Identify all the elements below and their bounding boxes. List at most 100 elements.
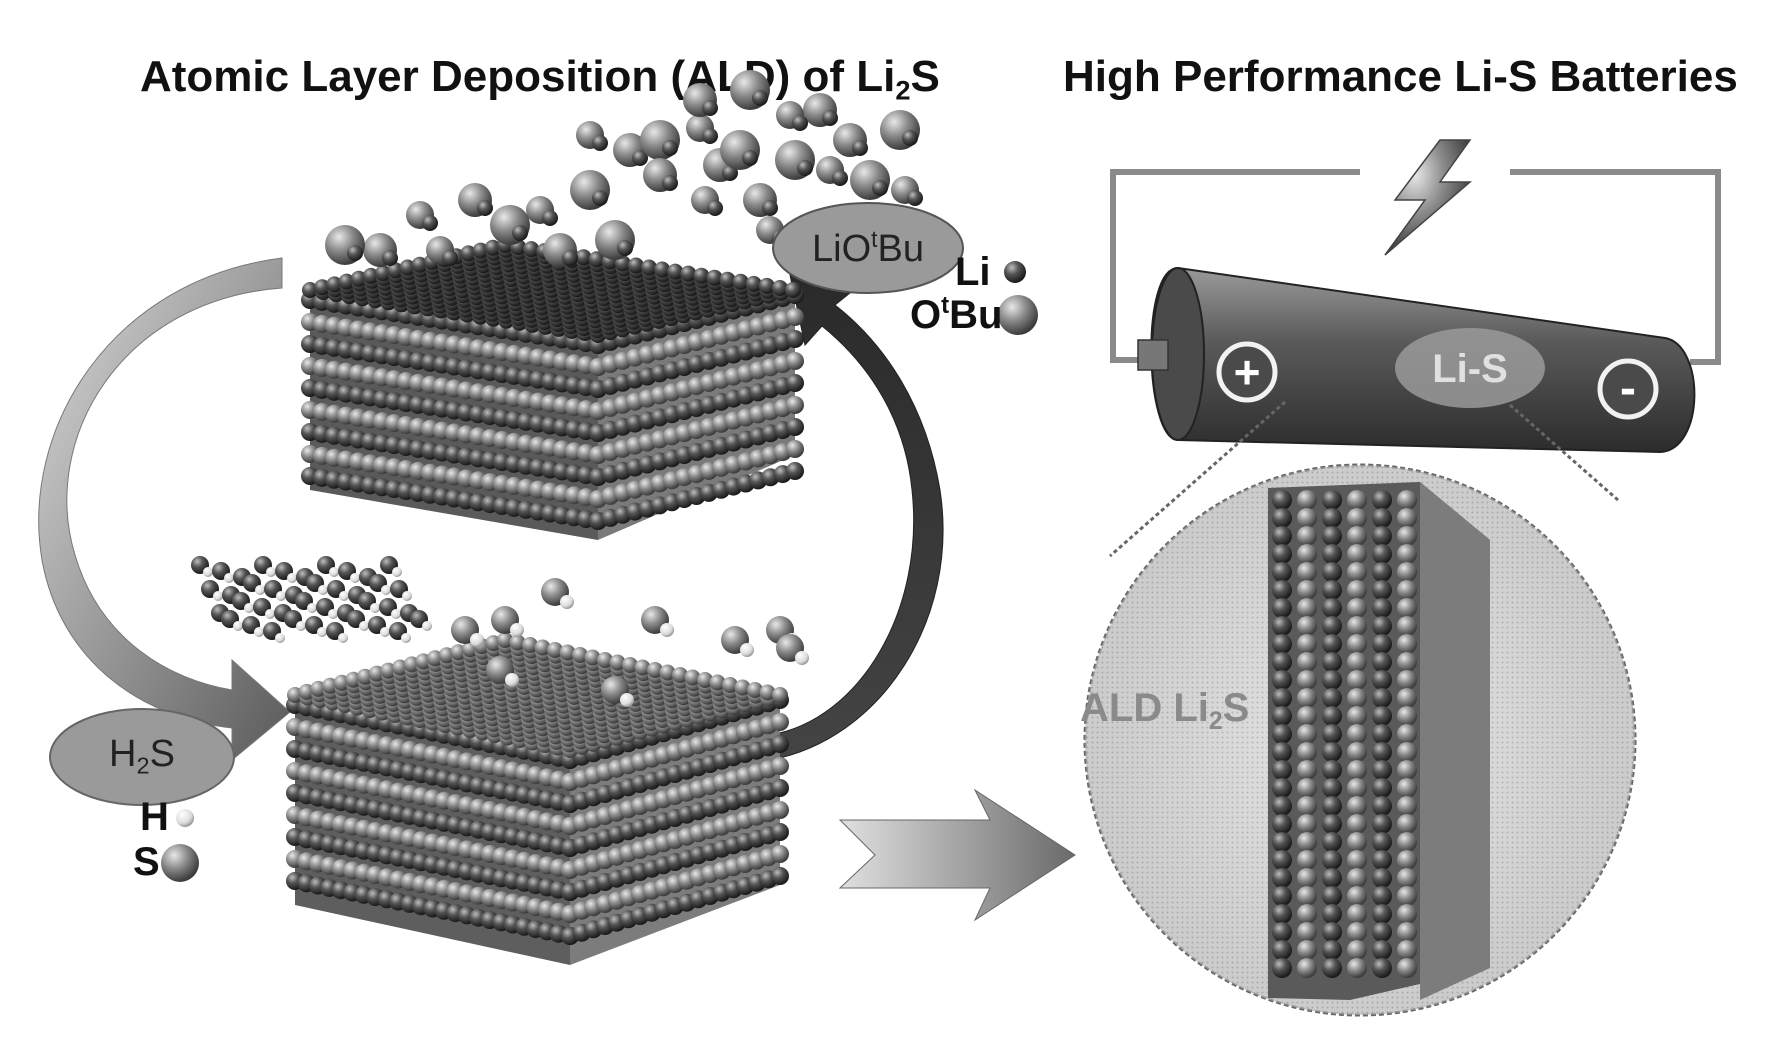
h2s-oval-label: H2S <box>68 733 216 780</box>
ald-li2s-zoom-label: ALD Li2S <box>1080 686 1249 736</box>
film-atom <box>1297 616 1317 636</box>
film-atom <box>1272 796 1292 816</box>
h-atom <box>339 591 349 601</box>
h-atom <box>317 627 327 637</box>
film-atom <box>1347 688 1367 708</box>
film-atom <box>1372 670 1392 690</box>
film-atom <box>1297 688 1317 708</box>
li-atom <box>702 128 718 144</box>
li-atom <box>752 90 768 106</box>
film-atom <box>1322 796 1342 816</box>
film-atom <box>1397 616 1417 636</box>
film-atom <box>1297 742 1317 762</box>
lightning-bolt-icon <box>1385 140 1470 255</box>
h-atom <box>338 633 348 643</box>
film-atom <box>1347 940 1367 960</box>
film-atom <box>1347 922 1367 942</box>
film-atom <box>1397 904 1417 924</box>
film-atom <box>1322 742 1342 762</box>
film-atom <box>1397 526 1417 546</box>
film-atom <box>1397 940 1417 960</box>
film-atom <box>1322 832 1342 852</box>
film-atom <box>1297 706 1317 726</box>
film-atom <box>1322 688 1342 708</box>
lattice-atom <box>771 779 789 797</box>
li-atom <box>347 245 363 261</box>
film-atom <box>1322 958 1342 978</box>
h-atom <box>422 621 432 631</box>
film-atom <box>1322 904 1342 924</box>
film-atom <box>1347 778 1367 798</box>
film-atom <box>1272 922 1292 942</box>
film-atom <box>1397 886 1417 906</box>
film-atom <box>1397 778 1417 798</box>
film-atom <box>1372 526 1392 546</box>
li-atom <box>662 175 678 191</box>
h-atom <box>470 633 484 647</box>
film-atom <box>1347 796 1367 816</box>
film-atom <box>1372 958 1392 978</box>
li-atom <box>442 250 458 266</box>
film-atom <box>1272 616 1292 636</box>
film-atom <box>1372 598 1392 618</box>
substrate-slab-bottom <box>286 632 789 965</box>
film-atom <box>1272 904 1292 924</box>
li-atom <box>702 100 718 116</box>
film-atom <box>1297 670 1317 690</box>
film-atom <box>1272 688 1292 708</box>
film-atom <box>1297 778 1317 798</box>
film-atom <box>1322 580 1342 600</box>
film-atom <box>1347 490 1367 510</box>
li-atom <box>797 160 813 176</box>
h-atom <box>392 567 402 577</box>
film-atom <box>1322 598 1342 618</box>
film-atom <box>1322 670 1342 690</box>
film-atom <box>1347 598 1367 618</box>
h-atom <box>402 591 412 601</box>
obu-legend-sphere <box>998 295 1038 335</box>
cycle-arrow-left <box>39 258 290 760</box>
film-atom <box>1372 490 1392 510</box>
film-atom <box>1372 688 1392 708</box>
film-atom <box>1272 814 1292 834</box>
film-atom <box>1322 616 1342 636</box>
film-atom <box>1272 958 1292 978</box>
film-atom <box>1297 796 1317 816</box>
h-atom <box>510 623 524 637</box>
film-atom <box>1397 922 1417 942</box>
li-atom <box>617 240 633 256</box>
film-atom <box>1297 526 1317 546</box>
lattice-atom <box>786 418 804 436</box>
film-atom <box>1397 670 1417 690</box>
film-atom <box>1347 652 1367 672</box>
film-atom <box>1322 886 1342 906</box>
film-atom <box>1372 940 1392 960</box>
film-atom <box>1372 742 1392 762</box>
h-atom <box>318 585 328 595</box>
film-atom <box>1397 706 1417 726</box>
h-atom <box>505 673 519 687</box>
h-legend-label: H <box>140 795 169 840</box>
surface-atom <box>772 687 788 703</box>
film-atom <box>1272 868 1292 888</box>
h-atom <box>275 633 285 643</box>
li-atom <box>792 115 808 131</box>
film-atom <box>1272 886 1292 906</box>
big-transition-arrow <box>840 790 1075 920</box>
h-legend-sphere <box>176 809 194 827</box>
film-atom <box>1372 616 1392 636</box>
li-atom <box>762 200 778 216</box>
h-atom <box>276 591 286 601</box>
film-atom <box>1347 886 1367 906</box>
li-atom <box>477 200 493 216</box>
film-atom <box>1272 526 1292 546</box>
film-atom <box>1347 958 1367 978</box>
film-atom <box>1272 670 1292 690</box>
film-atom <box>1322 940 1342 960</box>
lattice-atom <box>771 823 789 841</box>
film-atom <box>1272 742 1292 762</box>
film-atom <box>1372 850 1392 870</box>
li-atom <box>592 190 608 206</box>
plus-sign: + <box>1234 346 1261 398</box>
